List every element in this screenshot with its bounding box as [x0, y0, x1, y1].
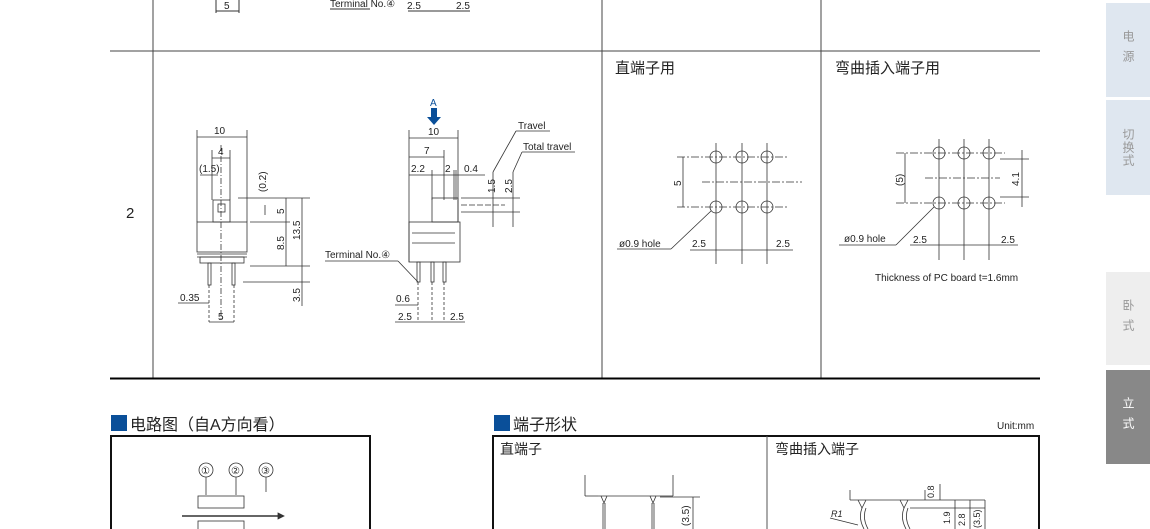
circuit-section-title: 电路图（自A方向看）	[111, 411, 285, 435]
pcb-thickness-note: Thickness of PC board t=1.6mm	[875, 273, 1018, 284]
bent-terminal-header: 弯曲插入端子用	[835, 60, 941, 77]
terminal-number: ③	[261, 466, 270, 477]
dim-label: 2.5	[692, 239, 706, 250]
section-marker-icon	[111, 415, 127, 431]
dim-label: 2.5	[450, 312, 464, 323]
top-remnant-dims	[215, 0, 470, 13]
dim-label: (5)	[895, 174, 906, 186]
unit-label: Unit:mm	[997, 421, 1035, 432]
dim-label: 5	[673, 180, 684, 186]
dim-label: 2.8	[957, 513, 967, 526]
dim-label: 0.8	[926, 485, 936, 498]
dim-label: 2.2	[411, 164, 425, 175]
dim-label: 4	[218, 147, 224, 158]
circuit-box	[110, 435, 371, 529]
hole-label: ø0.9 hole	[619, 239, 661, 250]
terminal-label: Terminal No.④	[330, 0, 395, 10]
dim-label: 4.1	[1011, 172, 1022, 186]
dim-label: 2.5	[776, 239, 790, 250]
sidebar-tab-power[interactable]: 电源	[1106, 3, 1150, 97]
dim-label: 0.35	[180, 293, 200, 304]
dim-label: 0.4	[464, 164, 478, 175]
bent-terminal-label: 弯曲插入端子	[775, 441, 859, 457]
dim-label: 3.5	[292, 288, 303, 302]
straight-terminal-label: 直端子	[500, 441, 542, 457]
straight-terminal-drawing	[584, 475, 700, 529]
table-grid	[110, 0, 1040, 380]
dim-label: 5	[276, 208, 287, 214]
tab-label: 立式	[1121, 397, 1135, 437]
terminal-title-text: 端子形状	[513, 417, 578, 434]
sidebar-tab-vertical[interactable]: 立式	[1106, 370, 1150, 464]
dim-label: 10	[214, 126, 226, 137]
dim-label: 2.5	[407, 1, 421, 12]
sidebar-tab-switch[interactable]: 切换式	[1106, 100, 1150, 195]
dim-label: 13.5	[292, 220, 303, 240]
dim-label: 1.9	[942, 511, 952, 524]
total-travel-label: Total travel	[523, 142, 571, 153]
terminal-label: Terminal No.④	[325, 250, 390, 261]
dim-label: 8.5	[276, 236, 287, 250]
dim-label: 2.5	[456, 1, 470, 12]
terminal-section-title: 端子形状	[494, 411, 577, 435]
dim-label: 2	[445, 164, 451, 175]
sidebar-tab-horizontal[interactable]: 卧式	[1106, 272, 1150, 365]
terminal-number: ①	[201, 466, 210, 477]
dim-label: 7	[424, 146, 430, 157]
dim-label: (0.2)	[258, 171, 269, 192]
hole-label: ø0.9 hole	[844, 234, 886, 245]
side-view-drawing	[325, 130, 575, 323]
section-marker-icon	[494, 415, 510, 431]
arrow-label: A	[430, 98, 437, 109]
hole-pattern-bent	[839, 139, 1029, 260]
dim-label: 1.5	[487, 179, 498, 193]
travel-label: Travel	[518, 121, 545, 132]
circuit-diagram	[182, 462, 285, 529]
dim-label: 5	[218, 312, 224, 323]
bent-terminal-drawing	[829, 484, 986, 529]
dim-label: 2.5	[1001, 235, 1015, 246]
dim-label: 2.5	[504, 179, 515, 193]
dim-label: 2.5	[913, 235, 927, 246]
dim-label: 0.6	[396, 294, 410, 305]
tab-label: 卧式	[1121, 298, 1135, 339]
tab-label: 电源	[1121, 30, 1135, 70]
terminal-number: ②	[231, 466, 240, 477]
straight-terminal-header: 直端子用	[615, 60, 676, 77]
arrow-a-icon	[427, 108, 441, 125]
radius-label: R1	[831, 509, 843, 519]
circuit-title-text: 电路图（自A方向看）	[130, 417, 285, 434]
dim-label: (3.5)	[681, 505, 692, 526]
dim-label: 5	[224, 1, 230, 12]
dim-label: 10	[428, 127, 440, 138]
row-number: 2	[126, 205, 135, 222]
dim-label: (1.5)	[199, 164, 220, 175]
terminal-shape-box	[492, 435, 1040, 529]
dim-label: (3.5)	[972, 509, 982, 528]
hole-pattern-straight	[617, 143, 802, 264]
tab-label: 切换式	[1121, 128, 1135, 167]
dim-label: 2.5	[398, 312, 412, 323]
front-view-drawing	[178, 130, 310, 323]
